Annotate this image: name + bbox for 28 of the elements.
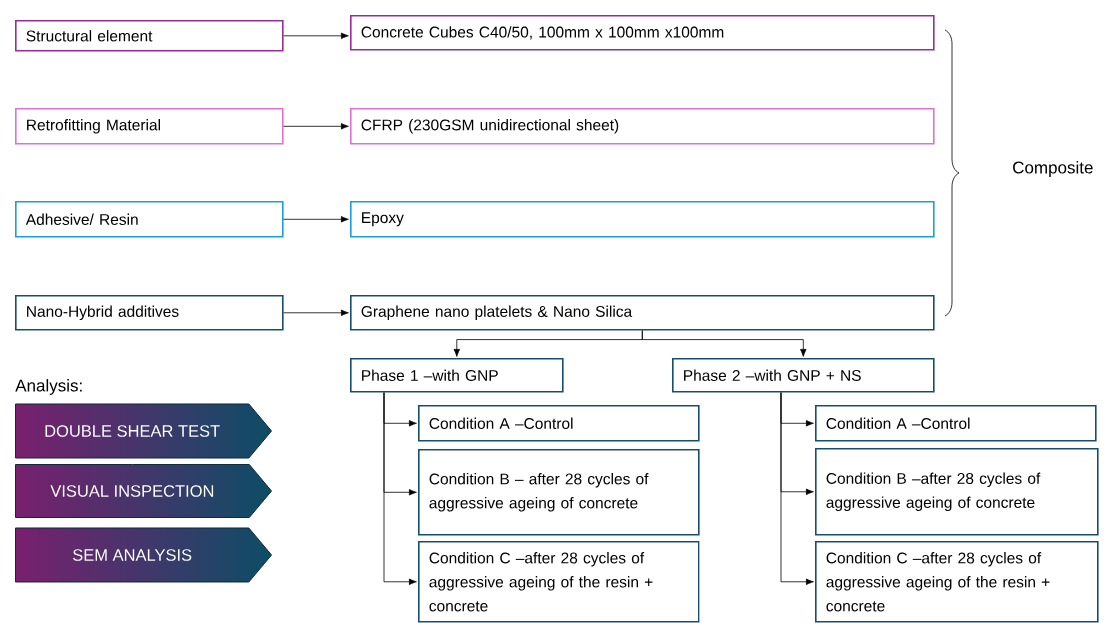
process-box: Retrofitting Material [15,108,284,145]
arrow [283,216,349,223]
process-box: Condition A –Control [418,405,700,442]
process-box: Condition C –after 28 cycles of aggressive ageing of the resin + concrete [815,541,1099,623]
process-box: Adhesive/ Resin [15,201,284,238]
process-box: Epoxy [350,201,935,238]
text-label: Composite [1013,161,1093,177]
text-label: Analysis: [15,379,82,395]
process-box: Phase 2 –with GNP + NS [672,358,935,393]
chevron-banner: DOUBLE SHEAR TEST [15,403,272,459]
process-box: Phase 1 –with GNP [350,358,564,393]
chevron-banner: SEM ANALYSIS [15,527,272,583]
arrow [641,330,807,357]
process-box: Condition B – after 28 cycles of aggressive ageing of concrete [418,449,700,536]
arrow [283,32,349,39]
arrow [283,309,349,316]
process-box: Nano-Hybrid additives [15,295,284,331]
arrow [283,123,349,130]
arrow [780,392,814,585]
process-box: Structural element [15,20,284,52]
arrow [383,392,417,585]
process-box: Condition A –Control [815,405,1097,442]
chevron-banner: VISUAL INSPECTION [15,464,272,518]
process-box: CFRP (230GSM unidirectional sheet) [350,108,935,145]
process-box: Concrete Cubes C40/50, 100mm x 100mm x100mm [350,15,935,51]
process-box: Graphene nano platelets & Nano Silica [350,295,935,331]
process-box: Condition C –after 28 cycles of aggressive ageing of the resin + concrete [418,541,700,623]
process-box: Condition B –after 28 cycles of aggressive ageing of concrete [815,448,1099,536]
